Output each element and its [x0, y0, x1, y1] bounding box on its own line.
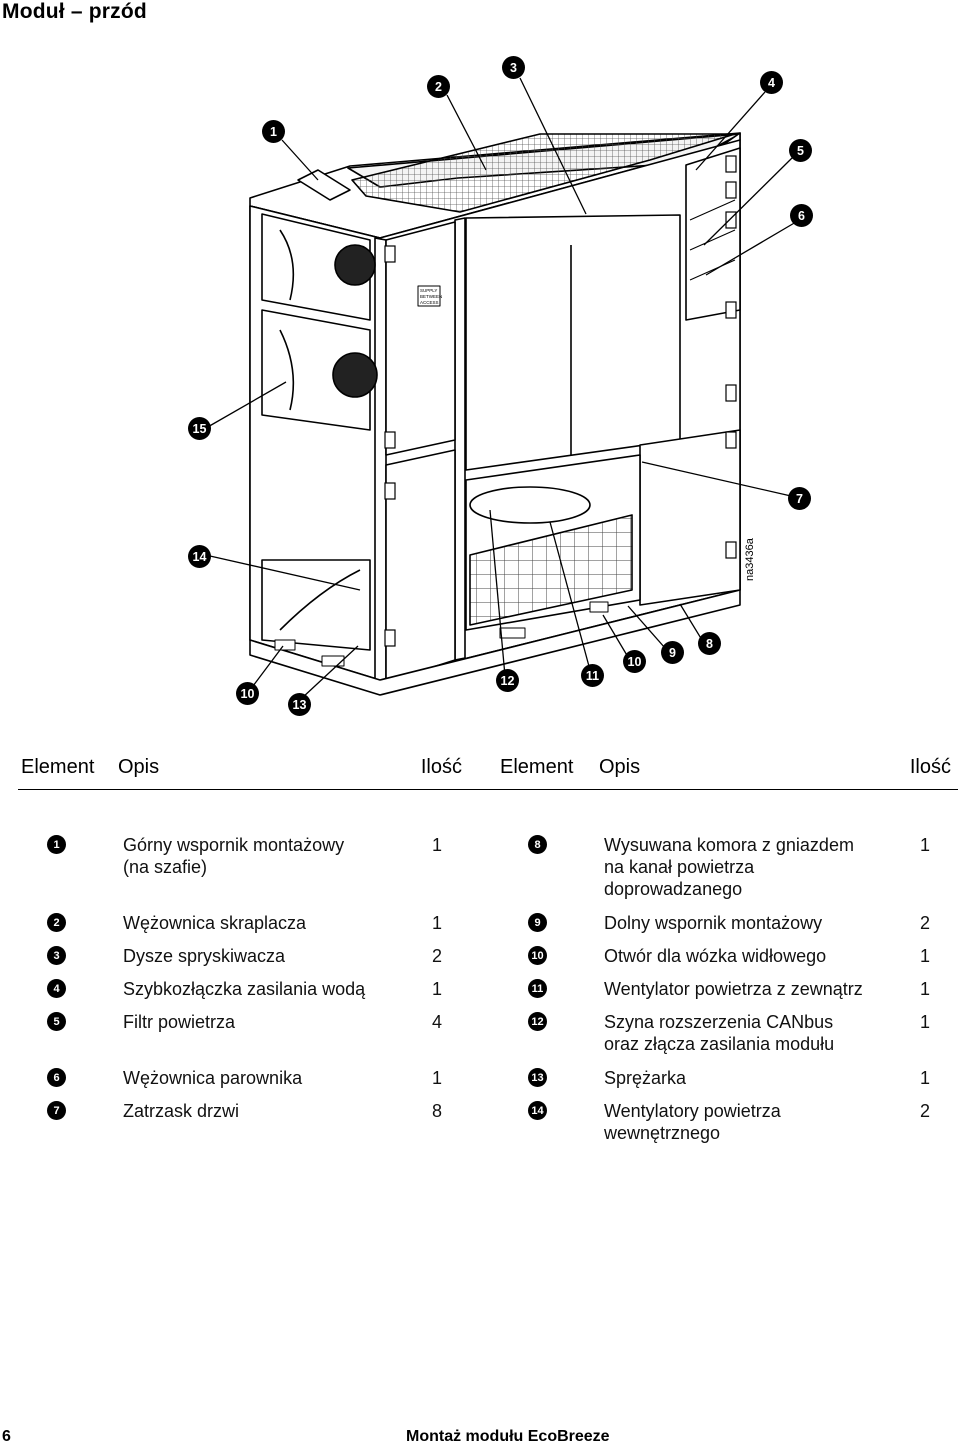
row-description: Wężownica skraplacza	[123, 913, 307, 933]
drawing-id: na3436a	[744, 538, 756, 581]
item-bullet: 4	[47, 979, 66, 998]
row-description: Dolny wspornik montażowy	[604, 913, 823, 933]
row-description: Dysze spryskiwacza	[123, 946, 286, 966]
row-quantity: 1	[920, 979, 931, 999]
row-description: Górny wspornik montażowy	[123, 835, 345, 855]
callout-12: 12	[496, 669, 519, 692]
item-bullet: 3	[47, 946, 66, 965]
row-description: doprowadzanego	[604, 879, 743, 899]
callout-14: 14	[188, 545, 211, 568]
row-description: Filtr powietrza	[123, 1012, 236, 1032]
header-quantity-2: Ilość	[909, 756, 951, 778]
row-quantity: 2	[432, 946, 443, 966]
row-quantity: 1	[920, 835, 931, 855]
callout-11: 11	[581, 664, 604, 687]
row-quantity: 1	[432, 1068, 443, 1088]
callout-6: 6	[790, 204, 813, 227]
row-description: Szyna rozszerzenia CANbus	[604, 1012, 834, 1032]
row-description: Wysuwana komora z gniazdem	[604, 835, 854, 855]
row-quantity: 8	[432, 1101, 443, 1121]
row-description: wewnętrznego	[604, 1123, 721, 1143]
callout-8: 8	[698, 632, 721, 655]
callout-13: 13	[288, 693, 311, 716]
parts-table: Element Opis Ilość Element Opis Ilość 1 …	[18, 756, 958, 1143]
item-bullet: 5	[47, 1012, 66, 1031]
item-bullet: 1	[47, 835, 66, 854]
item-bullet: 13	[528, 1068, 547, 1087]
row-description: Sprężarka	[604, 1068, 687, 1088]
callout-10-left: 10	[236, 682, 259, 705]
header-quantity: Ilość	[420, 756, 462, 778]
row-quantity: 1	[432, 979, 443, 999]
row-description: Wentylatory powietrza	[604, 1101, 781, 1121]
row-description: Szybkozłączka zasilania wodą	[123, 979, 366, 999]
item-bullet: 2	[47, 913, 66, 932]
header-description-2: Opis	[599, 756, 641, 778]
row-quantity: 1	[432, 835, 443, 855]
header-element: Element	[21, 756, 95, 778]
callout-9: 9	[661, 641, 684, 664]
row-quantity: 1	[920, 1068, 931, 1088]
row-description: Wężownica parownika	[123, 1068, 303, 1088]
item-bullet: 10	[528, 946, 547, 965]
callout-15: 15	[188, 417, 211, 440]
row-quantity: 4	[432, 1012, 443, 1032]
row-description: Wentylator powietrza z zewnątrz	[604, 979, 863, 999]
header-description: Opis	[118, 756, 160, 778]
item-bullet: 9	[528, 913, 547, 932]
row-quantity: 1	[432, 913, 443, 933]
item-bullet: 6	[47, 1068, 66, 1087]
callout-7: 7	[788, 487, 811, 510]
header-element-2: Element	[500, 756, 574, 778]
callout-4: 4	[760, 71, 783, 94]
callout-1: 1	[262, 120, 285, 143]
row-description: na kanał powietrza	[604, 857, 755, 877]
callout-2: 2	[427, 75, 450, 98]
row-quantity: 1	[920, 1012, 931, 1032]
item-bullet: 8	[528, 835, 547, 854]
page-number: 6	[2, 1428, 11, 1445]
panel-label-text: SUPPLY	[420, 288, 437, 293]
panel-label-text: BETWEEN	[420, 294, 442, 299]
callout-10: 10	[623, 650, 646, 673]
row-quantity: 2	[920, 913, 931, 933]
table-header: Element Opis Ilość Element Opis Ilość	[18, 756, 958, 790]
row-description: oraz złącza zasilania modułu	[604, 1034, 835, 1054]
panel-label-text: ACCESS	[420, 300, 439, 305]
callout-5: 5	[789, 139, 812, 162]
item-bullet: 7	[47, 1101, 66, 1120]
row-description: Otwór dla wózka widłowego	[604, 946, 827, 966]
row-description: (na szafie)	[123, 857, 208, 877]
item-bullet: 14	[528, 1101, 547, 1120]
callout-3: 3	[502, 56, 525, 79]
page-title: Moduł – przód	[2, 0, 147, 23]
item-bullet: 12	[528, 1012, 547, 1031]
item-bullet: 11	[528, 979, 547, 998]
row-description: Zatrzask drzwi	[123, 1101, 240, 1121]
footer-title: Montaż modułu EcoBreeze	[406, 1428, 610, 1445]
row-quantity: 1	[920, 946, 931, 966]
row-quantity: 2	[920, 1101, 931, 1121]
